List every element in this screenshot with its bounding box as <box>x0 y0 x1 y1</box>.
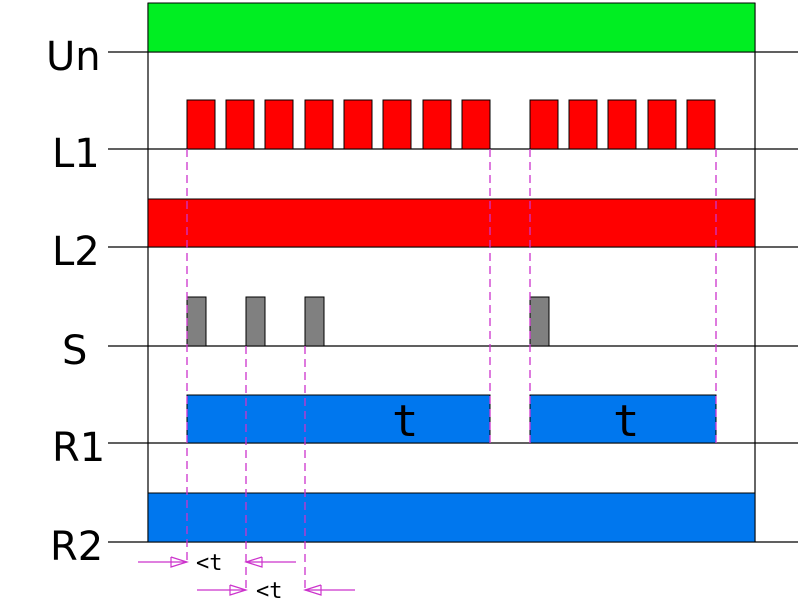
l1-pulse <box>686 99 716 150</box>
r1-time-label-2: t <box>613 396 640 447</box>
l1-pulse <box>529 99 559 150</box>
row-label-l2: L2 <box>52 229 100 275</box>
l1-pulse <box>647 99 677 150</box>
s-pulse <box>529 296 550 347</box>
l1-pulse <box>568 99 598 150</box>
l1-pulse-train <box>186 99 716 150</box>
row-label-s: S <box>62 328 87 374</box>
s-pulse-train <box>186 296 550 347</box>
row-label-l1: L1 <box>52 131 100 177</box>
dimension-1 <box>138 556 296 568</box>
l1-pulse <box>186 99 216 150</box>
l1-pulse <box>343 99 373 150</box>
l2-signal-bar <box>147 198 756 248</box>
s-pulse <box>304 296 325 347</box>
s-pulse <box>186 296 207 347</box>
l1-pulse <box>422 99 452 150</box>
r1-time-label-1: t <box>392 396 419 447</box>
l1-pulse <box>304 99 334 150</box>
row-label-un: Un <box>46 34 101 80</box>
dimension-label-1: <t <box>196 551 223 576</box>
r1-output-segment-2 <box>529 394 717 444</box>
un-supply-bar <box>147 2 756 53</box>
r2-output-bar <box>147 492 756 543</box>
dimension-label-2: <t <box>256 579 283 604</box>
row-label-r2: R2 <box>50 524 103 570</box>
l1-pulse <box>382 99 412 150</box>
dimension-2 <box>197 584 355 596</box>
l1-pulse <box>264 99 294 150</box>
guide-lines <box>186 149 717 592</box>
s-pulse <box>245 296 266 347</box>
l1-pulse <box>607 99 637 150</box>
l1-pulse <box>225 99 255 150</box>
l1-pulse <box>461 99 491 150</box>
row-label-r1: R1 <box>52 425 105 471</box>
r1-output-segment-1 <box>186 394 491 444</box>
